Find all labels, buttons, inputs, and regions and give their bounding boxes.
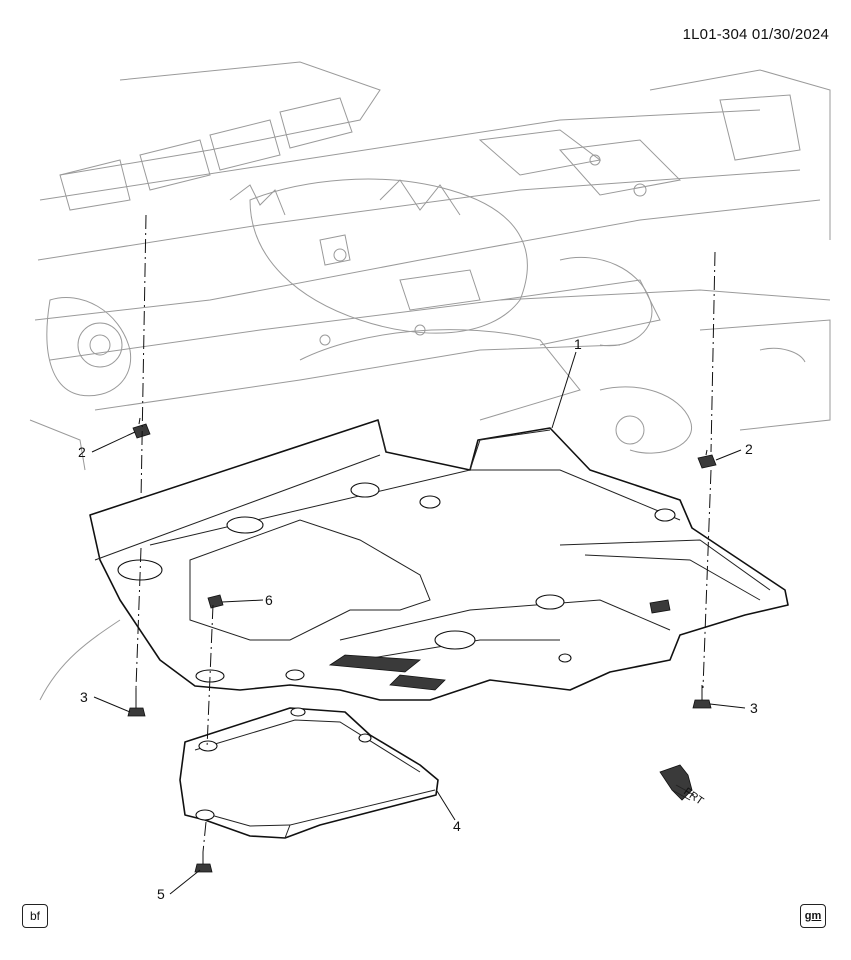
front-arrow-label: FRT <box>681 786 705 808</box>
leader-lines <box>91 351 746 895</box>
splash-shield-part-4 <box>179 707 439 839</box>
callout-1: 1 <box>574 336 582 352</box>
push-pin-retainer-right <box>697 449 717 469</box>
underbody-shield-part-1 <box>89 419 789 701</box>
callout-6: 6 <box>265 592 273 608</box>
callout-3-right: 3 <box>750 700 758 716</box>
push-pin-retainer-left <box>132 417 151 439</box>
bolt-left <box>127 688 146 717</box>
corner-badge-right: gm <box>800 904 826 928</box>
corner-badge-left: bf <box>22 904 48 928</box>
callout-5: 5 <box>157 886 165 902</box>
callout-4: 4 <box>453 818 461 834</box>
front-direction-arrow: FRT <box>659 764 706 808</box>
ref-code: 1L01-304 01/30/2024 <box>682 26 829 43</box>
nut-part-6 <box>207 594 224 609</box>
vehicle-underbody-background <box>29 61 831 701</box>
bolt-right <box>692 685 712 709</box>
callout-2-right: 2 <box>745 441 753 457</box>
callout-3-left: 3 <box>80 689 88 705</box>
alignment-lines <box>135 214 716 853</box>
callout-2-left: 2 <box>78 444 86 460</box>
bolt-part-5 <box>194 852 213 873</box>
